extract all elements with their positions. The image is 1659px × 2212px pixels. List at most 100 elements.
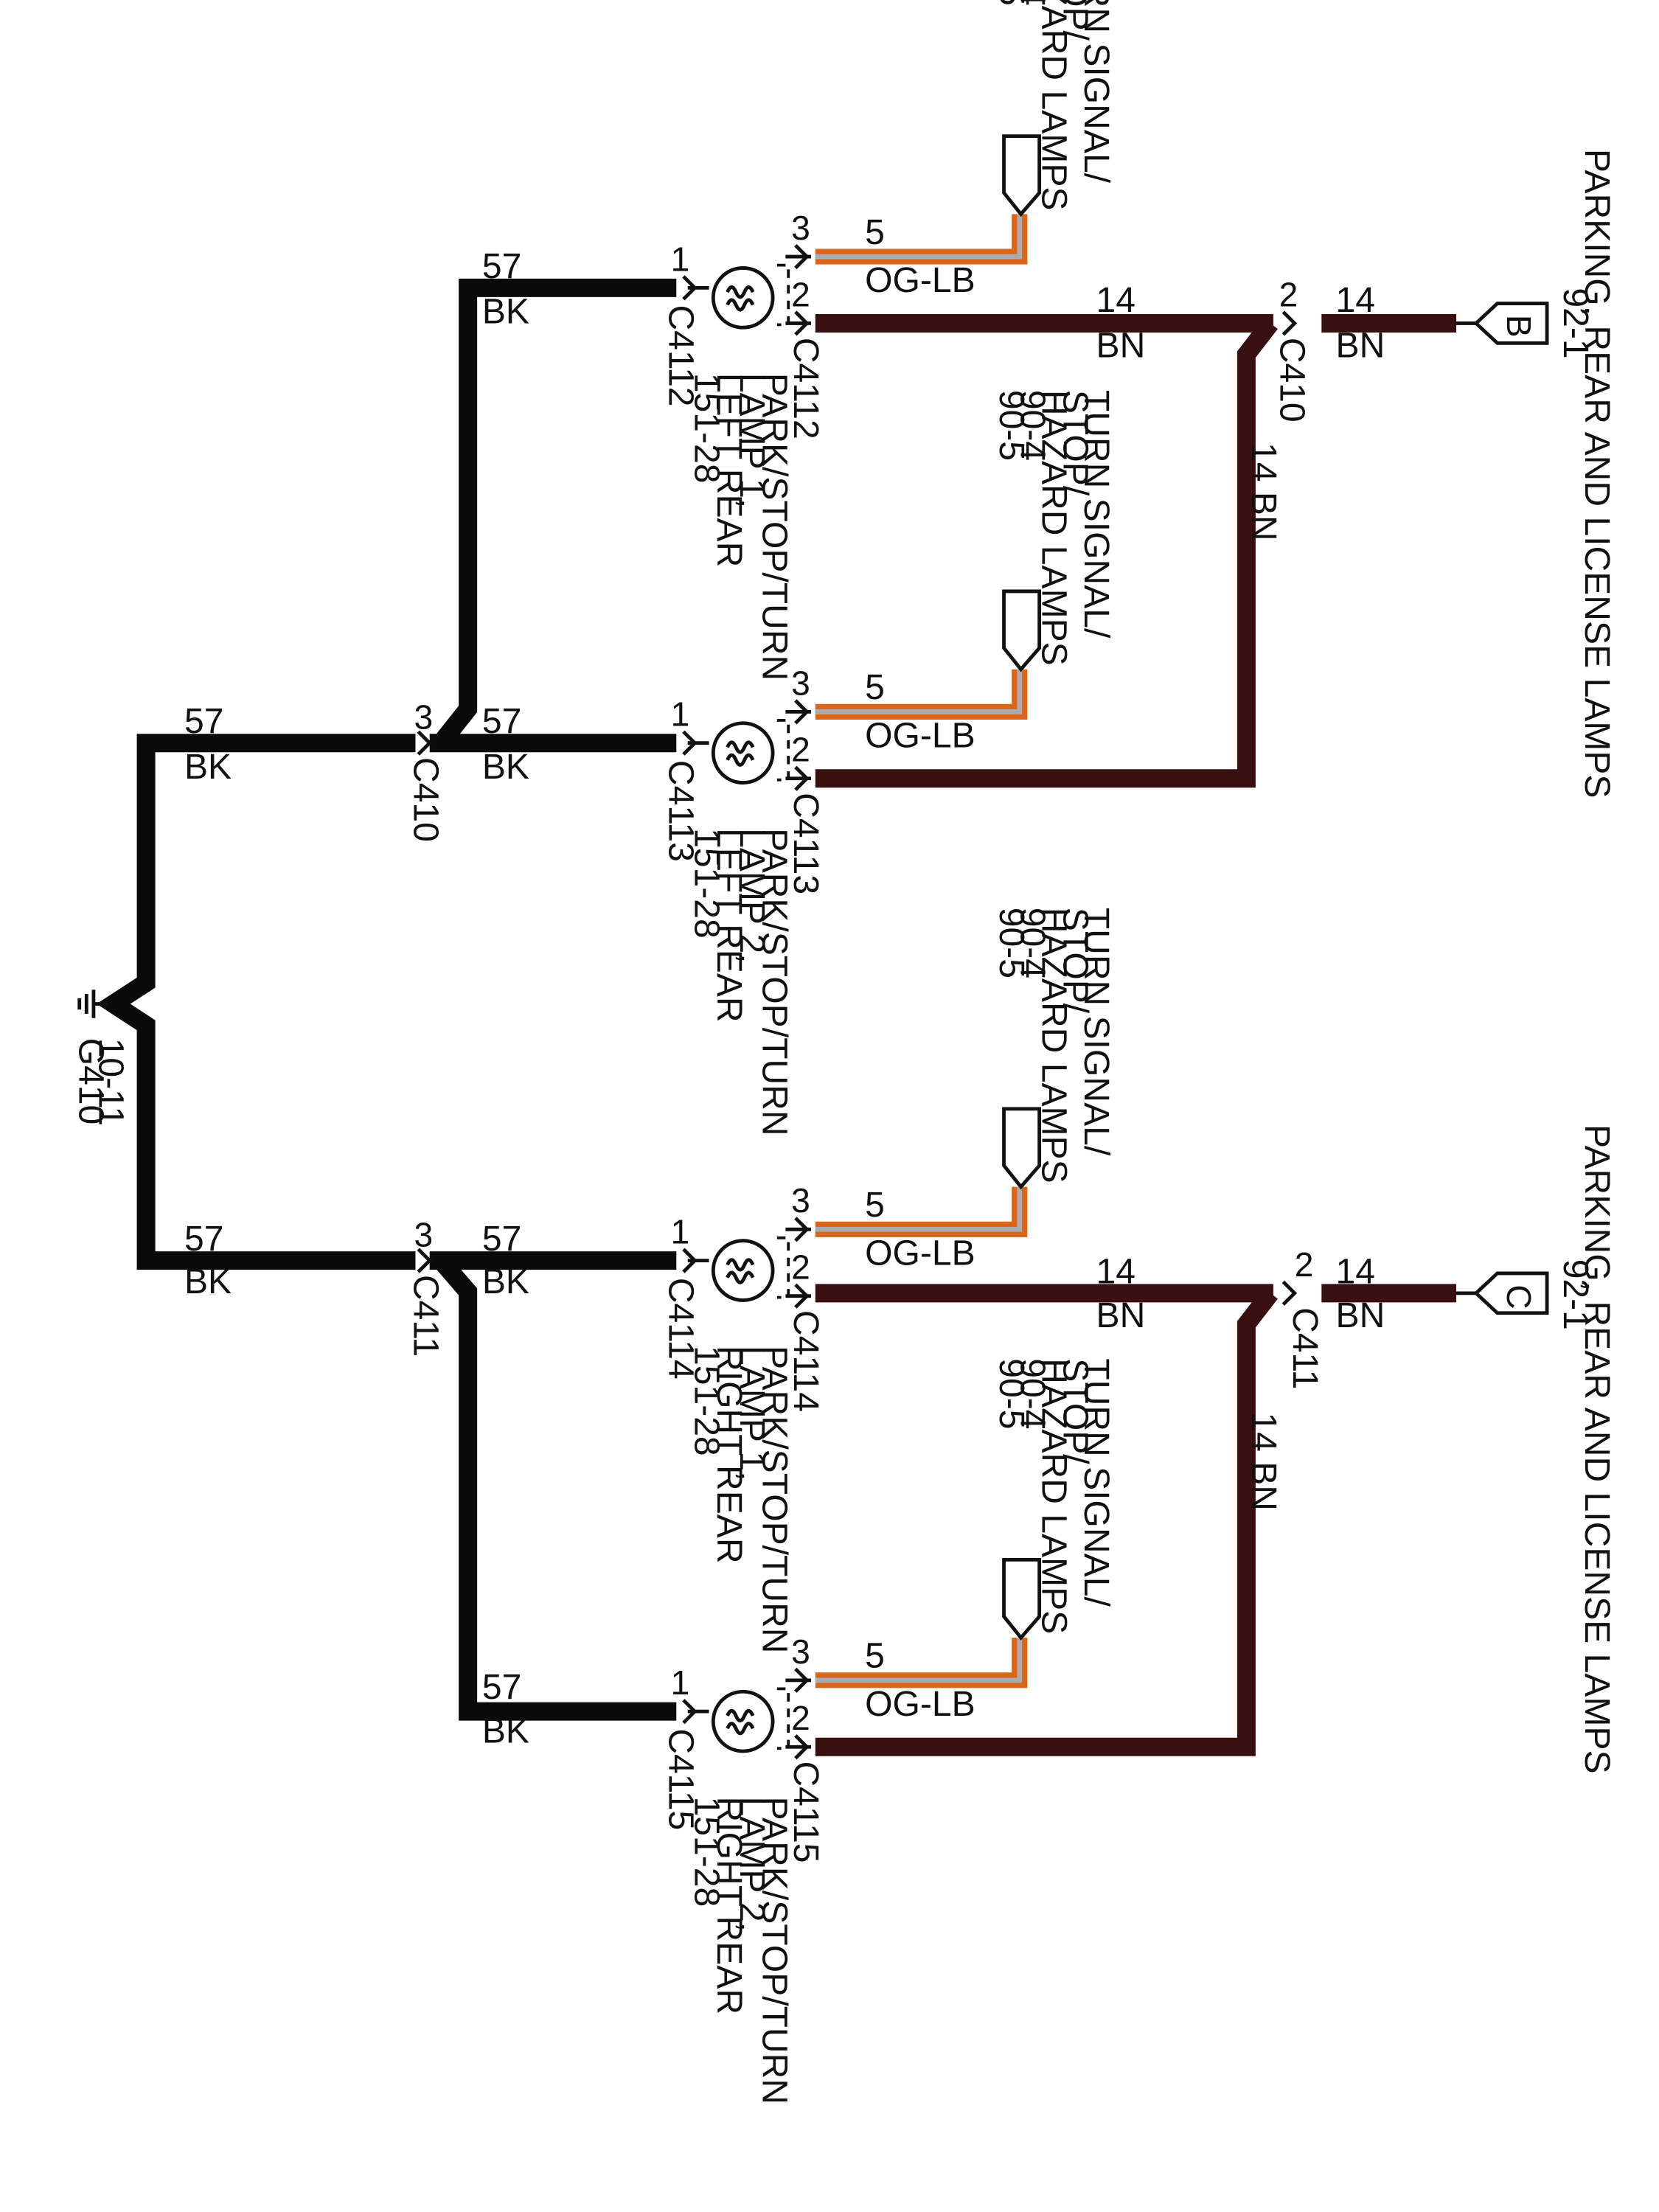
parking-ref-upper: B (1456, 302, 1549, 345)
turn-signal-ref-text: STOP/ (1055, 1358, 1095, 1464)
pin-1-label: 1 (671, 240, 690, 278)
turn-signal-ref-text: TURN SIGNAL/ (1077, 908, 1116, 1156)
connector-label: C4115 (661, 1728, 701, 1830)
turn-signal-ref-box (1002, 134, 1042, 218)
og-lb-wire-stripe (815, 669, 1023, 714)
og-circuit-label: 5 (865, 1185, 885, 1225)
lamp-description: PARK/STOP/TURN (755, 1797, 795, 2104)
bulb-icon (711, 266, 775, 330)
lamp-description: PARK/STOP/TURN (755, 373, 795, 681)
og-lb-wire-stripe (815, 1638, 1023, 1683)
bn-color-label: BN (1096, 326, 1146, 366)
bn-wire-upper (815, 313, 1456, 788)
lamp-description: LAMP 1, (732, 373, 772, 508)
bulb-icon (711, 1689, 775, 1753)
turn-signal-ref-box (1002, 589, 1042, 672)
bulb-icon (711, 1239, 775, 1302)
bn-vertical-label: 14 BN (1244, 1412, 1284, 1511)
og-circuit-label: 5 (865, 1636, 885, 1676)
bn-circuit-label: 14 (1336, 280, 1375, 320)
bk-circuit-label: 57 (482, 701, 521, 741)
splice-c410-bn-label: C410 (1273, 338, 1312, 422)
filament-icon (726, 740, 755, 767)
pin-2-label: 2 (791, 1699, 810, 1737)
lamp-housing (776, 1687, 790, 1750)
connector-label: C4114 (661, 1278, 701, 1380)
bn-color-label: BN (1096, 1295, 1146, 1335)
lamp-description: LAMP 2, (732, 828, 772, 963)
pin-2-label: 2 (791, 275, 810, 313)
bk-color-label: BK (184, 747, 232, 787)
pin-1-label: 1 (671, 1663, 690, 1702)
turn-signal-ref-text: STOP/ (1055, 908, 1095, 1014)
og-color-label: OG-LB (865, 260, 975, 300)
turn-signal-ref-text: 90-4 (1013, 1358, 1053, 1429)
ground-trunk-wire (96, 734, 416, 1270)
bk-wire-c4112 (434, 278, 677, 749)
bk-color-label: BK (482, 291, 529, 331)
lamp-description: 151-28 (686, 1346, 726, 1456)
connector-label: C4113 (786, 793, 826, 894)
bk-circuit-label: 57 (482, 246, 521, 286)
lamp-housing (776, 263, 790, 327)
og-color-label: OG-LB (865, 715, 975, 755)
turn-signal-ref-text: STOP/ (1055, 0, 1095, 41)
bk-color-label: BK (482, 1711, 529, 1750)
lamp-description: LAMP 1, (732, 1346, 772, 1481)
og-lb-wire-stripe (815, 214, 1023, 260)
lamp-description: LAMP 2, (732, 1797, 772, 1932)
parking-ref-title: PARKING, REAR AND LICENSE LAMPS (1577, 149, 1617, 799)
turn-signal-ref-text: 90-5 (992, 1358, 1032, 1429)
pin-3-label: 3 (791, 209, 810, 247)
lamp-description: RIGHT REAR (709, 1346, 749, 1564)
pin-3-label: 3 (791, 1632, 810, 1671)
svg-text:2: 2 (1279, 275, 1298, 313)
splice-c411-ground-label: C411 (406, 1275, 446, 1357)
og-circuit-label: 5 (865, 667, 885, 707)
connector-label: C4112 (786, 338, 826, 439)
lamp-description: 151-28 (686, 373, 726, 484)
lamp-description: PARK/STOP/TURN (755, 828, 795, 1136)
turn-signal-ref-text: HAZARD LAMPS (1034, 390, 1074, 666)
turn-signal-ref-text: 90-4 (1013, 908, 1053, 978)
bn-vertical-label: 14 BN (1244, 442, 1284, 541)
bk-color-label: BK (184, 1262, 232, 1301)
splice-c411-bn: 2 (1283, 1245, 1313, 1304)
filament-icon (726, 1708, 755, 1736)
svg-text:2: 2 (1295, 1245, 1314, 1284)
turn-signal-ref-text: HAZARD LAMPS (1034, 1358, 1074, 1634)
pin-1-label: 1 (671, 1213, 690, 1251)
bn-color-label: BN (1336, 326, 1385, 366)
lamp-description: RIGHT REAR (709, 1797, 749, 2015)
og-lb-wire-stripe (815, 1186, 1023, 1232)
og-circuit-label: 5 (865, 212, 885, 252)
bk-circuit-label: 57 (184, 1219, 223, 1259)
bn-circuit-label: 14 (1336, 1251, 1375, 1291)
pin-2-label: 2 (791, 1248, 810, 1287)
splice-c410-ground: 3 (414, 698, 434, 754)
og-lb-wire (815, 1638, 1028, 1688)
turn-signal-ref-text: 90-5 (992, 390, 1032, 461)
svg-text:3: 3 (414, 698, 434, 736)
bk-circuit-label: 57 (482, 1667, 521, 1707)
svg-text:B: B (1500, 315, 1538, 338)
bk-circuit-label: 57 (184, 701, 223, 741)
lamp-description: LEFT REAR (709, 828, 749, 1023)
connector-label: C4112 (661, 305, 701, 406)
bn-color-label: BN (1336, 1295, 1385, 1335)
parking-ref-title: PARKING, REAR AND LICENSE LAMPS (1577, 1124, 1617, 1774)
turn-signal-ref-text: TURN SIGNAL/ (1077, 0, 1116, 184)
splice-c411-ground: 3 (414, 1215, 433, 1272)
splice-c411-bn-label: C411 (1285, 1307, 1325, 1389)
bk-circuit-label: 57 (482, 1219, 521, 1259)
splice-c410-ground-label: C410 (406, 757, 446, 842)
turn-signal-ref-text: HAZARD LAMPS (1034, 0, 1074, 210)
bk-wire-c4115 (434, 1254, 677, 1721)
turn-signal-ref-text: 90-4 (1013, 390, 1053, 461)
turn-signal-ref-text: TURN SIGNAL/ (1077, 1358, 1116, 1607)
splice-c410-bn: 2 (1279, 275, 1298, 334)
